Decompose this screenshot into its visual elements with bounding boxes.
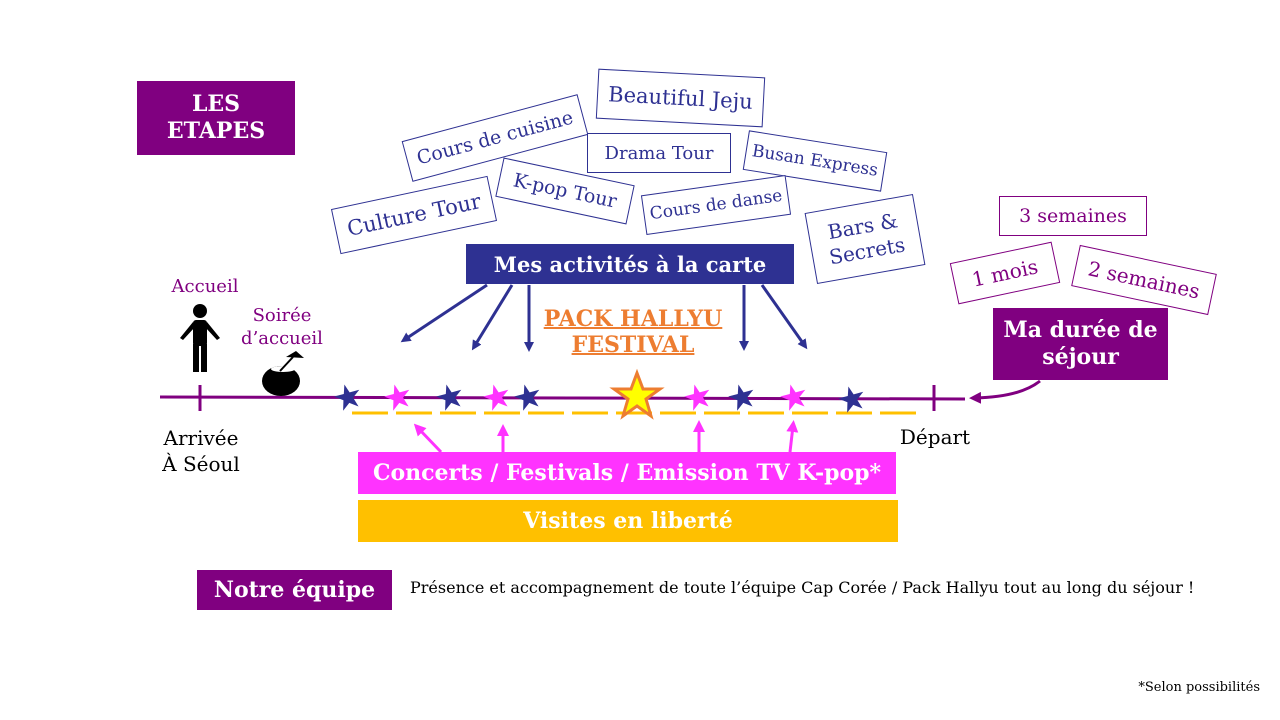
duration-arrow (969, 379, 1041, 404)
concerts-bar: Concerts / Festivals / Emission TV K-pop… (358, 452, 896, 494)
navy-star-2 (436, 384, 462, 411)
team-label: Notre équipe (197, 570, 392, 610)
team-text: Présence et accompagnement de toute l’éq… (410, 578, 1195, 597)
etapes-label: LES ETAPES (137, 81, 295, 155)
visites-bar: Visites en liberté (358, 500, 898, 542)
magenta-star-1 (384, 384, 410, 411)
navy-star-1 (334, 384, 360, 411)
timeline-line (159, 395, 966, 401)
arrivee-label: Arrivée À Séoul (162, 426, 240, 476)
activities-header: Mes activités à la carte (466, 244, 794, 284)
coconut-drink-icon (262, 351, 304, 396)
navy-star-5 (838, 386, 864, 413)
magenta-star-2 (483, 384, 509, 411)
person-icon (180, 304, 220, 372)
accueil-label: Accueil (171, 276, 239, 297)
festival-star-icon (609, 368, 665, 420)
duration-3-semaines: 3 semaines (999, 196, 1147, 236)
navy-star-4 (728, 384, 754, 411)
duration-header: Ma durée de séjour (993, 308, 1168, 380)
navy-star-3 (514, 384, 540, 411)
magenta-star-3 (684, 384, 710, 411)
activity-tag-drama-tour: Drama Tour (587, 133, 731, 173)
depart-label: Départ (899, 425, 971, 449)
soiree-label: Soirée d’accueil (241, 305, 323, 349)
pack-title: PACK HALLYU FESTIVAL (543, 306, 723, 359)
footnote: *Selon possibilités (1138, 680, 1260, 695)
magenta-star-4 (780, 384, 806, 411)
